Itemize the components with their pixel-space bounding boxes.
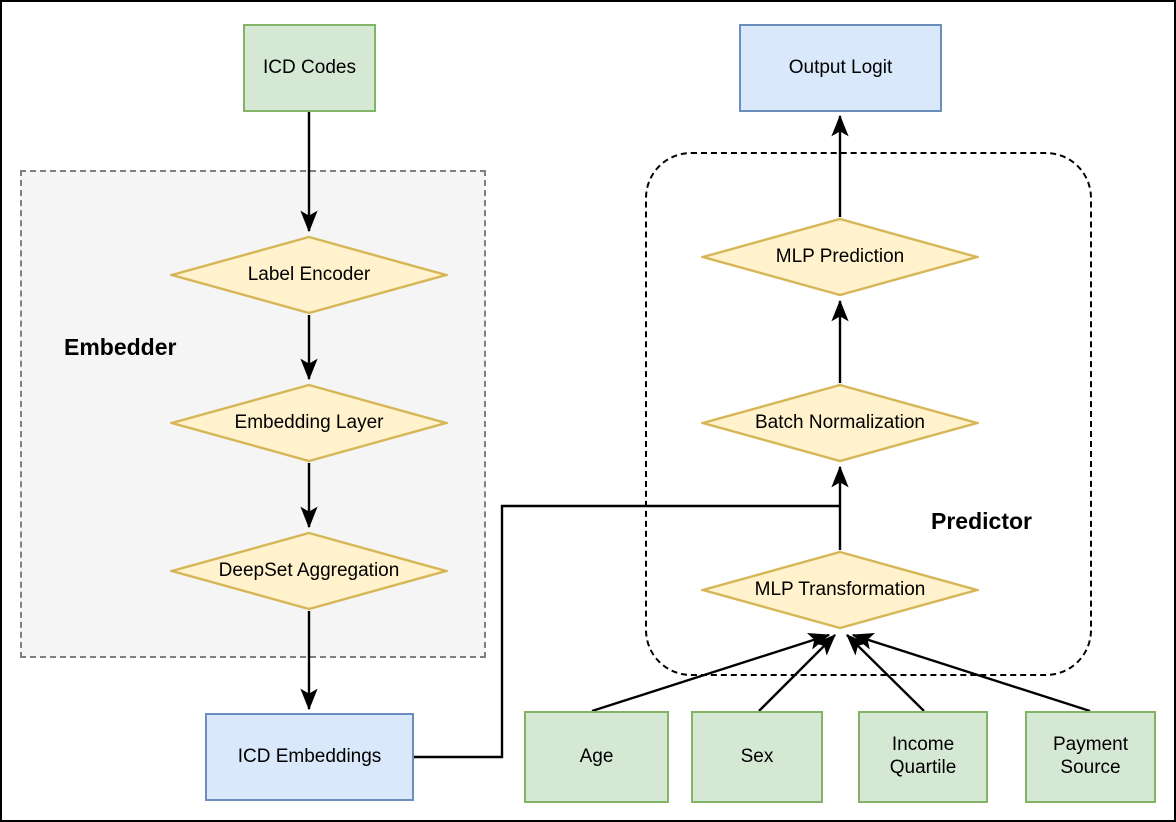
node-embedding-layer[interactable]: Embedding Layer xyxy=(170,383,448,463)
node-payment-source[interactable]: Payment Source xyxy=(1025,711,1156,803)
diamond-shape-icon xyxy=(701,550,979,630)
node-mlp-prediction-label: MLP Prediction xyxy=(775,246,905,267)
node-mlp-transformation-label: MLP Transformation xyxy=(754,579,926,600)
node-output-logit-label: Output Logit xyxy=(788,56,893,78)
node-label-encoder[interactable]: Label Encoder xyxy=(170,235,448,315)
node-deepset-aggregation-label: DeepSet Aggregation xyxy=(218,560,400,581)
diamond-shape-icon xyxy=(170,531,448,611)
diamond-shape-icon xyxy=(701,217,979,297)
node-icd-embeddings[interactable]: ICD Embeddings xyxy=(205,713,414,801)
node-icd-embeddings-label: ICD Embeddings xyxy=(237,745,382,767)
diamond-shape-icon xyxy=(170,383,448,463)
node-age[interactable]: Age xyxy=(524,711,669,803)
node-embedding-layer-label: Embedding Layer xyxy=(234,412,384,433)
group-label-predictor: Predictor xyxy=(931,508,1032,534)
node-mlp-prediction[interactable]: MLP Prediction xyxy=(701,217,979,297)
node-icd-codes-label: ICD Codes xyxy=(263,56,356,78)
node-label-encoder-label: Label Encoder xyxy=(247,264,371,285)
node-batch-normalization-label: Batch Normalization xyxy=(754,412,926,433)
node-age-label: Age xyxy=(579,745,614,767)
node-income-quartile-label: Income Quartile xyxy=(889,734,957,778)
node-deepset-aggregation[interactable]: DeepSet Aggregation xyxy=(170,531,448,611)
node-income-quartile[interactable]: Income Quartile xyxy=(858,711,988,803)
node-output-logit[interactable]: Output Logit xyxy=(739,24,942,112)
diamond-shape-icon xyxy=(701,383,979,463)
node-mlp-transformation[interactable]: MLP Transformation xyxy=(701,550,979,630)
diamond-shape-icon xyxy=(170,235,448,315)
group-label-embedder: Embedder xyxy=(64,334,177,360)
node-icd-codes[interactable]: ICD Codes xyxy=(243,24,376,112)
node-sex-label: Sex xyxy=(740,745,774,767)
node-sex[interactable]: Sex xyxy=(691,711,823,803)
node-batch-normalization[interactable]: Batch Normalization xyxy=(701,383,979,463)
node-payment-source-label: Payment Source xyxy=(1053,734,1128,778)
